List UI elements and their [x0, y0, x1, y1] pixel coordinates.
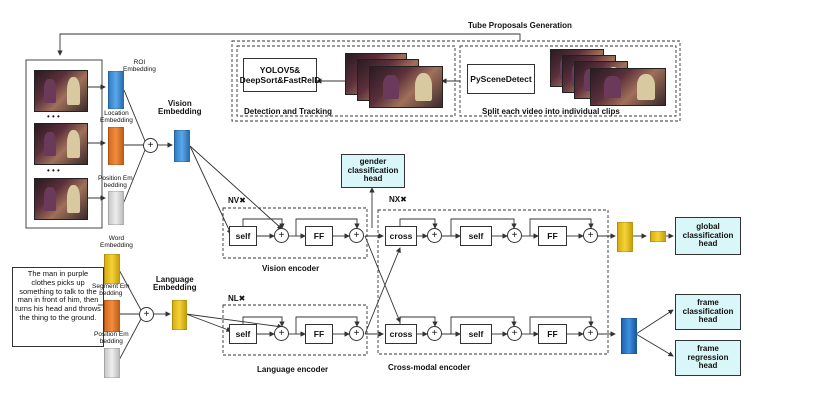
- tube-to-frames-arrow: [57, 33, 521, 56]
- position-embedding-vector-language: [104, 348, 120, 378]
- frames-ellipsis-2: • • •: [47, 166, 60, 175]
- split-clips-label: Split each video into individual clips: [482, 107, 620, 116]
- cross-self-block-bottom: self: [460, 324, 492, 344]
- frame-regression-head: frame regression head: [675, 340, 741, 376]
- split-clip-4: [590, 68, 666, 106]
- nl-repeat-label: NL✖: [228, 294, 246, 303]
- roi-embedding-label: ROI Embedding: [123, 59, 156, 73]
- location-embedding-label: Location Embedding: [100, 110, 133, 124]
- language-self-attn-block: self: [229, 324, 257, 344]
- location-embedding-vector: [108, 127, 124, 165]
- cross-self-block-top: self: [460, 226, 492, 246]
- word-embedding-vector: [104, 254, 120, 284]
- segment-embedding-vector: [104, 300, 120, 332]
- frame-classification-head: frame classification head: [675, 294, 741, 330]
- nx-repeat-label: NX✖: [389, 195, 407, 204]
- yolo-deepsort-box: YOLOV5& DeepSort&FastReID: [240, 58, 320, 92]
- vision-embedding-vector: [174, 130, 190, 162]
- pyscenedetect-box: PySceneDetect: [467, 64, 535, 94]
- cross-add-op-bottom-3: +: [583, 326, 598, 341]
- word-embedding-label: Word Embedding: [100, 235, 133, 249]
- position-embedding-vector-vision: [108, 191, 124, 225]
- cross-add-op-bottom-2: +: [507, 326, 522, 341]
- language-encoder-label: Language encoder: [257, 365, 329, 374]
- roi-embedding-vector: [108, 71, 124, 109]
- clip-frame-stack-3: [369, 66, 443, 108]
- language-sum-op: +: [139, 307, 154, 322]
- cross-add-op-top-2: +: [507, 228, 522, 243]
- vision-add-op-1: +: [274, 228, 289, 243]
- position-embedding-label-vision: Position Em bedding: [98, 175, 133, 189]
- language-add-op-1: +: [274, 326, 289, 341]
- language-embedding-vector: [172, 300, 187, 330]
- pooled-output-vector: [650, 231, 666, 242]
- cross-attn-block-bottom: cross: [385, 324, 417, 344]
- vision-embedding-label: Vision Embedding: [158, 99, 202, 117]
- roi-frame-3: [34, 178, 88, 220]
- cross-attn-block-top: cross: [385, 226, 417, 246]
- detection-tracking-label: Detection and Tracking: [244, 107, 333, 116]
- cross-add-op-bottom-1: +: [427, 326, 442, 341]
- cross-output-vector-bottom: [621, 318, 637, 354]
- position-embedding-label-language: Position Em bedding: [94, 331, 129, 345]
- vision-encoder-label: Vision encoder: [262, 264, 320, 273]
- language-embedding-label: Language Embedding: [153, 275, 197, 293]
- tube-proposals-title: Tube Proposals Generation: [468, 21, 572, 30]
- tube-proposals-container: [231, 40, 681, 122]
- vision-sum-op: +: [143, 138, 158, 153]
- vision-ff-block: FF: [305, 226, 333, 246]
- language-encoder-box: [222, 304, 368, 356]
- cross-ff-block-bottom: FF: [538, 324, 567, 344]
- language-ff-block: FF: [305, 324, 333, 344]
- roi-frame-2: [34, 123, 88, 165]
- caption-sentence: The man in purple clothes picks up somet…: [12, 267, 104, 347]
- vision-add-op-2: +: [349, 228, 364, 243]
- vision-encoder-box: [222, 207, 368, 259]
- cross-output-vector-top: [617, 222, 633, 252]
- gender-classification-head: gender classification head: [341, 154, 405, 188]
- segment-embedding-label: Segment Em bedding: [92, 283, 130, 297]
- cross-add-op-top-3: +: [583, 228, 598, 243]
- cross-modal-box: [377, 209, 609, 355]
- frames-ellipsis-1: • • •: [47, 112, 60, 121]
- global-classification-head: global classification head: [675, 217, 741, 255]
- roi-frame-1: [34, 70, 88, 112]
- cross-add-op-top-1: +: [427, 228, 442, 243]
- language-add-op-2: +: [349, 326, 364, 341]
- nv-repeat-label: NV✖: [228, 196, 246, 205]
- cross-modal-encoder-label: Cross-modal encoder: [388, 363, 471, 372]
- cross-ff-block-top: FF: [538, 226, 567, 246]
- vision-self-attn-block: self: [229, 226, 257, 246]
